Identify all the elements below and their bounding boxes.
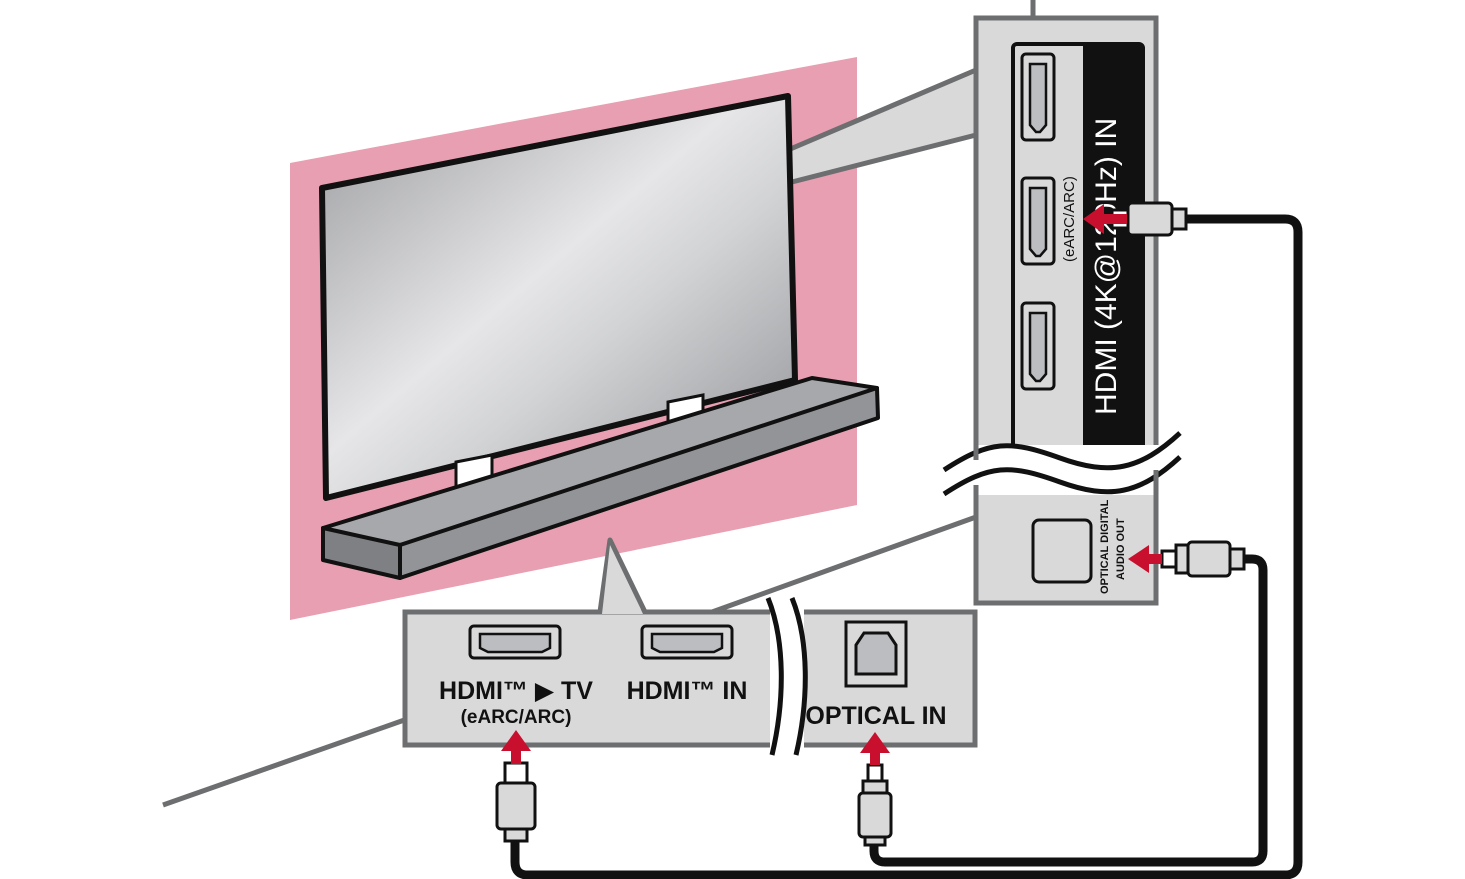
tv-optical-out-port bbox=[1031, 518, 1093, 584]
tv-hdmi-port-1 bbox=[1020, 52, 1056, 142]
arrow-optical-tv bbox=[1128, 545, 1162, 573]
panel-break-gap bbox=[940, 445, 1190, 495]
hdmi-cable bbox=[510, 214, 1303, 879]
panel-link-line bbox=[711, 514, 977, 615]
hdmi-band-label: HDMI (4K@120Hz) IN bbox=[1090, 118, 1123, 415]
break-mark-lower bbox=[942, 455, 1182, 497]
hdmi-band bbox=[1083, 46, 1141, 447]
optical-plug-soundbar bbox=[857, 763, 893, 847]
hdmi-plug-soundbar bbox=[495, 761, 537, 843]
tv-screen bbox=[319, 93, 798, 501]
soundbar-hdmi-tv-port bbox=[468, 624, 562, 660]
floor-line bbox=[162, 715, 411, 808]
optical-out-label-1: OPTICAL DIGITAL bbox=[1099, 499, 1111, 594]
soundbar-hdmi-in-port bbox=[640, 624, 734, 660]
arrow-hdmi-tv bbox=[1083, 204, 1127, 234]
soundbar-break-right bbox=[789, 597, 808, 756]
optical-plug-tv bbox=[1160, 540, 1246, 578]
optical-in-label: OPTICAL IN bbox=[805, 702, 946, 730]
hdmi-tv-sublabel: (eARC/ARC) bbox=[461, 707, 572, 728]
arrow-optical-soundbar bbox=[860, 732, 890, 765]
hdmi-in-label: HDMI™ IN bbox=[627, 677, 748, 705]
soundbar-face bbox=[398, 386, 880, 580]
optical-cable bbox=[869, 554, 1268, 867]
soundbar-optical-in-port bbox=[844, 620, 908, 688]
tv-hdmi-port-3 bbox=[1020, 301, 1056, 391]
optical-out-label-2: AUDIO OUT bbox=[1115, 518, 1127, 580]
break-mark-upper bbox=[942, 431, 1182, 473]
earc-label: (eARC/ARC) bbox=[1061, 176, 1078, 262]
soundbar-break-left bbox=[765, 597, 784, 756]
hdmi-tv-label: HDMI™ ▶ TV bbox=[439, 677, 593, 705]
arrow-hdmi-soundbar bbox=[501, 730, 531, 764]
tv-hdmi-port-2 bbox=[1020, 176, 1056, 266]
